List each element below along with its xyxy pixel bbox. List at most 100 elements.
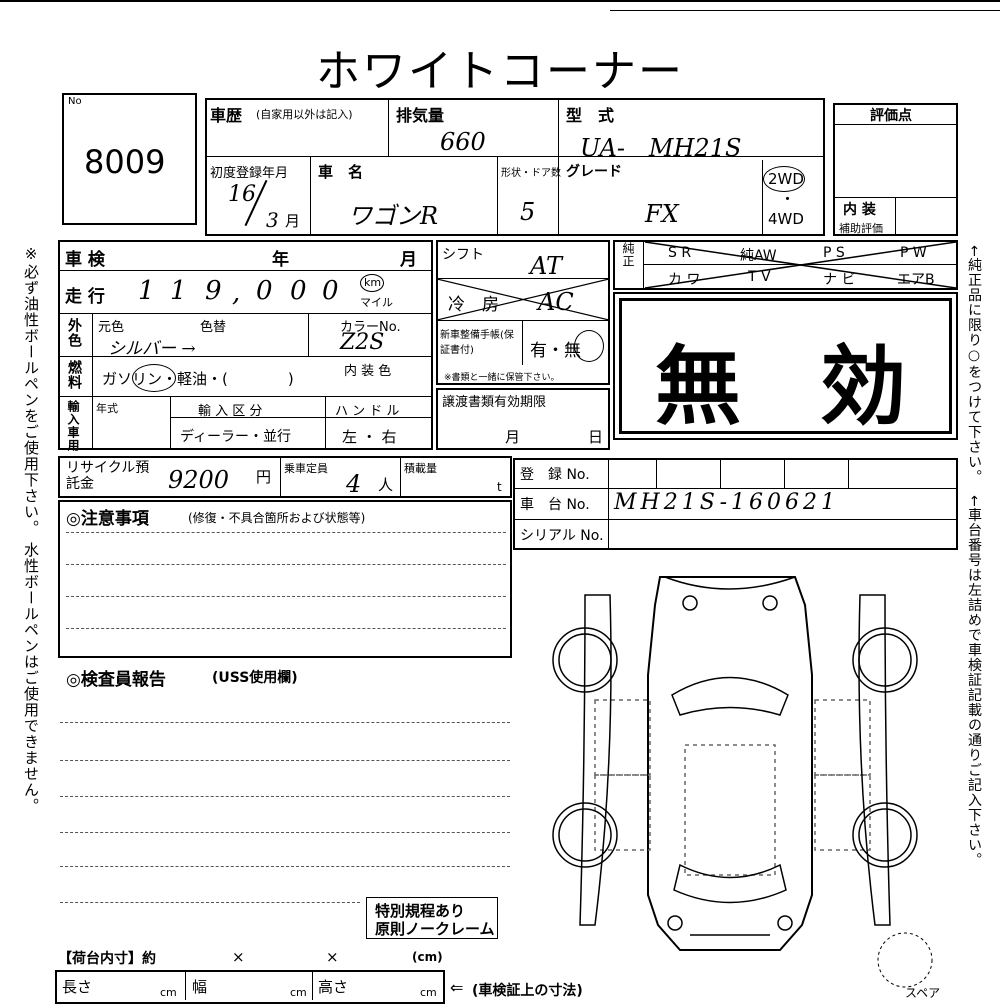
car-diagram [552, 576, 918, 951]
color-code-value: Z2S [340, 330, 385, 355]
model-label: 型 式 [566, 106, 615, 125]
notes-line [66, 596, 506, 597]
transfer-month-unit: 月 [505, 428, 521, 446]
capacity-label: 乗車定員 [284, 462, 328, 475]
serial-label: シリアル No. [520, 528, 604, 544]
notes-subtitle: (修復・不具合箇所および状態等) [188, 511, 366, 525]
special-terms-box: 特別規程あり 原則ノークレーム [366, 897, 498, 939]
options-cross-out [645, 242, 956, 288]
grid-line [558, 98, 559, 236]
dims-arrow-icon: ⇐ [450, 978, 464, 997]
import-side-label: 輸入車用 [66, 400, 80, 452]
dimensions-box [55, 970, 445, 1004]
report-line [60, 832, 510, 833]
outer-color-side-label: 外色 [66, 318, 82, 348]
grid-line [170, 417, 433, 418]
grid-line [185, 970, 186, 1000]
shaken-mileage-box [58, 240, 433, 450]
displacement-label: 排気量 [396, 106, 445, 125]
shaken-label: 車 検 [65, 250, 105, 270]
first-reg-month: 3 [266, 208, 279, 232]
right-genuine-note: ←純正品に限り○をつけて下さい。 [966, 245, 982, 485]
width-label: 幅 [192, 978, 208, 996]
option-ps: P S [823, 245, 845, 261]
grid-line [608, 458, 609, 550]
grid-line [280, 456, 281, 498]
handle-label: ハ ン ド ル [335, 404, 400, 419]
inspector-subtitle: (USS使用欄) [212, 670, 298, 686]
option-tv: T V [748, 269, 771, 285]
notes-title: ◎注意事項 [66, 509, 149, 529]
special-terms-line1: 特別規程あり [375, 902, 466, 920]
notes-line [66, 628, 506, 629]
options-side-label: 純正 [621, 242, 635, 268]
import-year-label: 年式 [96, 402, 118, 415]
shift-label: シフト [442, 247, 484, 263]
grid-line [58, 313, 433, 314]
import-class-value: ディーラー・並行 [180, 429, 292, 445]
capacity-unit: 人 [378, 476, 394, 494]
height-label: 高さ [318, 978, 349, 996]
left-pen-note: ※必ず油性ボールペンをご使用下さい。 水性ボールペンはご使用できません。 [22, 245, 40, 814]
grid-line [58, 396, 433, 397]
registration-label: 登 録 No. [520, 467, 590, 483]
aircon-value: AC [538, 288, 574, 316]
grid-line [895, 197, 896, 236]
chassis-value: MH21S-160621 [614, 490, 839, 515]
drive-4wd: 4WD [768, 210, 804, 228]
history-label: 車歴 [210, 106, 243, 125]
report-line [60, 722, 510, 723]
spare-tire-icon [877, 932, 933, 988]
spare-label: スペア [905, 986, 941, 1000]
cargo-x1: × [232, 948, 245, 966]
grid-line [308, 313, 309, 356]
option-sr: S R [668, 245, 692, 261]
grid-line [513, 519, 958, 520]
manual-value: 有・無 [530, 341, 581, 361]
grid-line [720, 458, 721, 488]
doors-label: 形状・ドア数 [501, 168, 561, 179]
void-stamp-left: 無 [655, 337, 741, 437]
width-unit: cm [290, 986, 307, 999]
lot-number: 8009 [84, 143, 166, 181]
cargo-x2: × [326, 948, 339, 966]
grid-line [325, 396, 326, 450]
aircon-cross-out [437, 279, 609, 320]
fuel-side-label: 燃料 [66, 360, 82, 390]
first-reg-label: 初度登録年月 [210, 166, 289, 181]
interior-score-label: 内 装 [843, 202, 876, 218]
color-code-label: カラーNo. [340, 320, 401, 335]
grid-line [58, 356, 433, 357]
grid-line [400, 456, 401, 498]
grid-line [643, 240, 644, 290]
top-border-line [0, 0, 1000, 2]
recycle-unit: 円 [256, 468, 272, 486]
transfer-day-unit: 日 [588, 428, 604, 446]
assist-score-label: 補助評価 [839, 222, 883, 235]
notes-line [66, 532, 506, 533]
mileage-km-circle [360, 274, 384, 292]
shaken-year-unit: 年 [272, 250, 289, 270]
car-name-label: 車 名 [318, 163, 364, 181]
length-unit: cm [160, 986, 177, 999]
color-orig-label: 元色 [98, 320, 125, 335]
interior-color-label: 内 装 色 [344, 364, 392, 379]
cargo-label: 【荷台内寸】約 [58, 951, 156, 967]
grid-line [762, 160, 763, 236]
height-unit: cm [420, 986, 437, 999]
shift-value: AT [530, 252, 563, 280]
void-stamp-right: 効 [820, 337, 906, 437]
lot-no-label: No [68, 96, 82, 107]
color-value: シルバー → [108, 339, 196, 359]
model-value: UA- MH21S [580, 134, 742, 162]
report-line [60, 866, 510, 867]
special-terms-line2: 原則ノークレーム [375, 920, 495, 938]
transfer-label: 譲渡書類有効期限 [442, 395, 547, 410]
mileage-unit-mile: マイル [360, 296, 393, 309]
grid-line [205, 156, 825, 157]
aircon-label: 冷 房 [448, 295, 499, 315]
top-corner-line [610, 10, 1000, 11]
drive-2wd-circle [763, 166, 805, 192]
grid-line [848, 458, 849, 488]
mileage-digit-5: 0 [290, 276, 307, 306]
